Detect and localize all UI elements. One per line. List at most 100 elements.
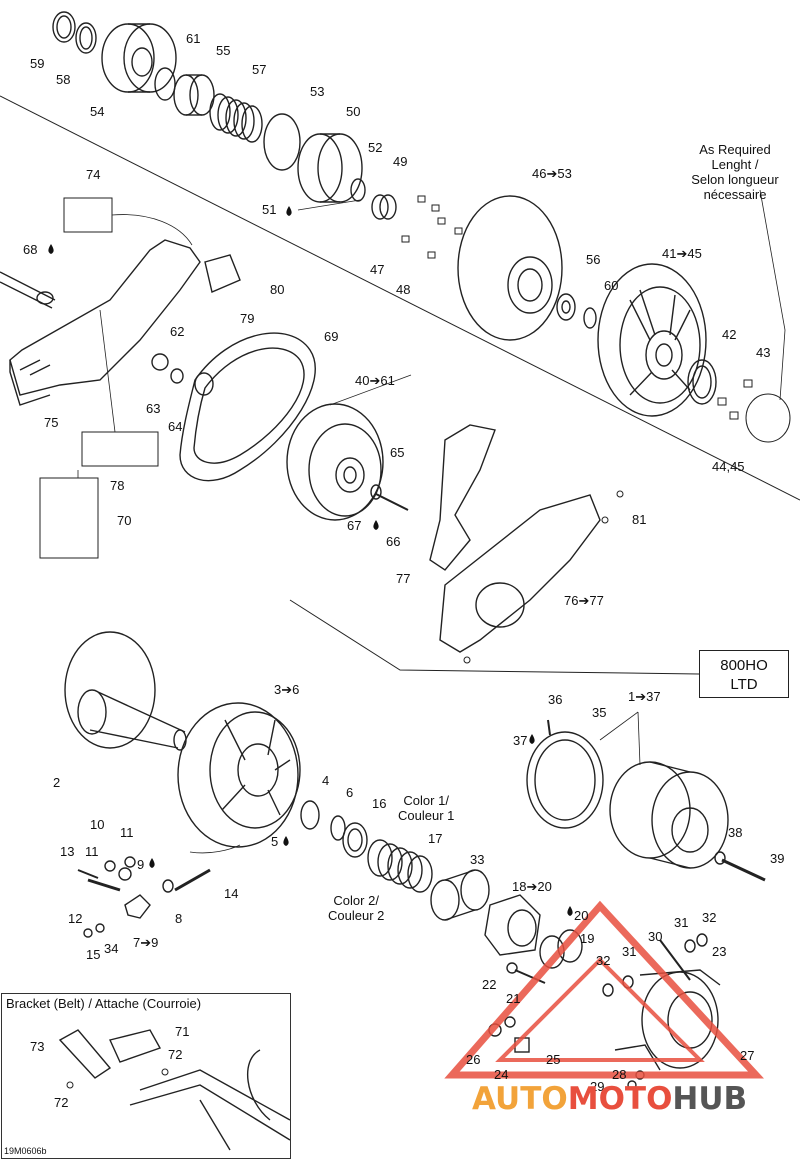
callout-30: 30 bbox=[648, 929, 663, 944]
part-3-movable-sheave bbox=[177, 702, 301, 848]
callout-11-a: 11 bbox=[120, 825, 134, 840]
part-79-bracket bbox=[204, 254, 241, 293]
part-7-slider bbox=[124, 894, 151, 919]
part-66-bolt bbox=[375, 493, 409, 511]
callout-77: 77 bbox=[396, 571, 411, 586]
part-6-ring bbox=[330, 815, 346, 841]
part-46-sheave bbox=[457, 195, 563, 341]
length-note-line-2: Lenght / bbox=[711, 157, 759, 172]
part-74-label bbox=[63, 197, 113, 233]
part-53-ring bbox=[263, 113, 301, 171]
bracket-inset-drawing bbox=[58, 1029, 291, 1151]
callout-34: 34 bbox=[104, 941, 119, 956]
part-10-roller bbox=[118, 867, 132, 881]
callout-63: 63 bbox=[146, 401, 161, 416]
callout-61: 61 bbox=[186, 31, 201, 46]
part-68-shaft bbox=[0, 271, 56, 309]
part-11-washer-b bbox=[124, 856, 136, 868]
part-12-pin bbox=[87, 878, 121, 892]
callout-33: 33 bbox=[470, 852, 485, 867]
part-63-washer bbox=[170, 368, 184, 384]
part-30-spring bbox=[659, 939, 691, 981]
callout-6: 6 bbox=[346, 785, 354, 800]
callout-28: 28 bbox=[612, 1067, 627, 1082]
part-17-spring bbox=[367, 839, 433, 893]
part-33-sleeve bbox=[430, 869, 490, 921]
callout-74: 74 bbox=[86, 167, 101, 182]
callout-42: 42 bbox=[722, 327, 737, 342]
part-77-inner-cover bbox=[429, 424, 496, 571]
watermark-triangle bbox=[444, 900, 764, 1079]
color-note-2-line-2: Couleur 2 bbox=[328, 908, 385, 923]
part-49-bushing bbox=[371, 194, 397, 220]
part-54-cup bbox=[101, 23, 177, 93]
length-note-line-3: Selon longueur bbox=[691, 172, 779, 187]
callout-55: 55 bbox=[216, 43, 231, 58]
callout-70: 70 bbox=[117, 513, 132, 528]
callout-5: 5 bbox=[271, 834, 279, 849]
part-78-label bbox=[81, 431, 159, 467]
part-2-fixed-sheave bbox=[64, 631, 187, 751]
callout-24: 24 bbox=[494, 1067, 509, 1082]
callout-22: 22 bbox=[482, 977, 497, 992]
callout-3-6: 3➔6 bbox=[274, 682, 300, 697]
callout-11-b: 11 bbox=[85, 844, 99, 859]
length-note-leader bbox=[759, 189, 786, 401]
part-36-screw bbox=[547, 719, 551, 736]
callout-56: 56 bbox=[586, 252, 601, 267]
callout-23: 23 bbox=[712, 944, 727, 959]
length-note: As Required Lenght / Selon longueur néce… bbox=[676, 142, 794, 202]
callout-31-a: 31 bbox=[674, 915, 689, 930]
part-34-washer bbox=[95, 923, 105, 933]
length-note-line-1: As Required bbox=[699, 142, 771, 157]
callout-39: 39 bbox=[770, 851, 785, 866]
part-31-bushing-a bbox=[684, 939, 696, 953]
callout-79: 79 bbox=[240, 311, 255, 326]
callout-13: 13 bbox=[60, 844, 75, 859]
color-note-1-line-1: Color 1/ bbox=[403, 793, 449, 808]
part-41-driven-pulley bbox=[597, 263, 707, 417]
diagram-id: 19M0606b bbox=[4, 1146, 47, 1156]
color-note-2: Color 2/ Couleur 2 bbox=[328, 893, 384, 923]
part-69-drive-belt bbox=[179, 332, 316, 482]
callout-29: 29 bbox=[590, 1079, 605, 1094]
part-4-bushing bbox=[300, 800, 320, 830]
part-44-bolts-circle bbox=[745, 393, 791, 443]
part-1-drive-assembly bbox=[609, 761, 729, 869]
part-75-belt-guard bbox=[9, 239, 201, 406]
length-note-line-4: nécessaire bbox=[703, 187, 767, 202]
callout-60: 60 bbox=[604, 278, 619, 293]
callout-58: 58 bbox=[56, 72, 71, 87]
part-14-bolt bbox=[174, 868, 211, 892]
part-62-bearing bbox=[151, 353, 169, 371]
callout-36: 36 bbox=[548, 692, 563, 707]
callout-10: 10 bbox=[90, 817, 105, 832]
watermark-part-3: HUB bbox=[672, 1081, 748, 1117]
callout-52: 52 bbox=[368, 140, 383, 155]
callout-49: 49 bbox=[393, 154, 408, 169]
callout-67: 67 bbox=[347, 518, 362, 533]
part-18-spider bbox=[484, 894, 541, 956]
part-13-pin bbox=[77, 869, 99, 879]
callout-40-61: 40➔61 bbox=[355, 373, 395, 388]
callout-19: 19 bbox=[580, 931, 595, 946]
callout-15: 15 bbox=[86, 947, 101, 962]
callout-41-45: 41➔45 bbox=[662, 246, 702, 261]
model-box: 800HO LTD bbox=[699, 650, 789, 698]
part-40-drive-pulley bbox=[286, 403, 384, 521]
part-57-spring bbox=[209, 93, 263, 143]
callout-18-20: 18➔20 bbox=[512, 879, 552, 894]
callout-44-45: 44,45 bbox=[712, 459, 745, 474]
callout-9: 9 bbox=[137, 857, 145, 872]
callout-1-37: 1➔37 bbox=[628, 689, 661, 704]
callout-68: 68 bbox=[23, 242, 38, 257]
part-64-washer bbox=[194, 372, 214, 396]
part-70-label bbox=[39, 477, 99, 559]
callout-80: 80 bbox=[270, 282, 285, 297]
callout-53: 53 bbox=[310, 84, 325, 99]
callout-64: 64 bbox=[168, 419, 183, 434]
callout-75: 75 bbox=[44, 415, 59, 430]
part-47-48-screws bbox=[401, 195, 463, 259]
callout-35: 35 bbox=[592, 705, 607, 720]
part-59-ring bbox=[52, 11, 76, 43]
